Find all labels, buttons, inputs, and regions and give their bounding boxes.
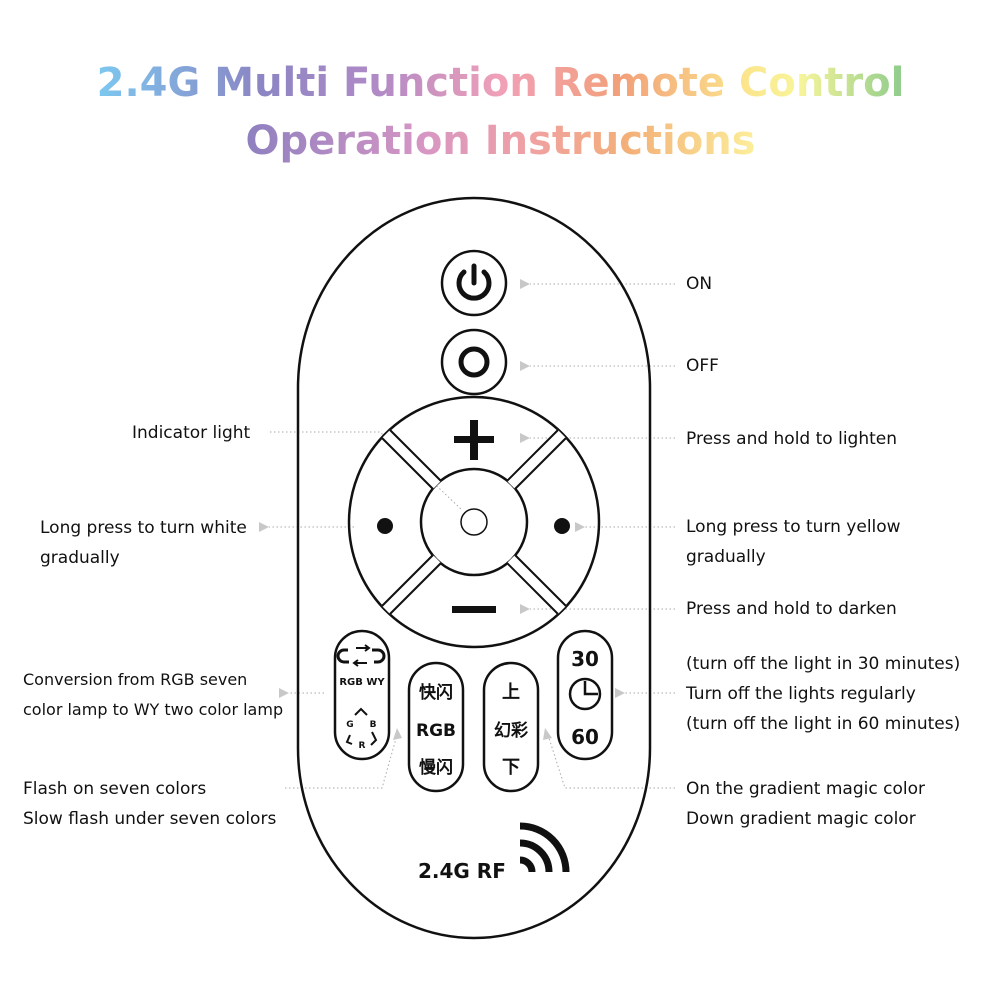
on-button[interactable]	[440, 249, 508, 317]
flash-button[interactable]: 快闪 RGB 慢闪	[407, 661, 465, 793]
svg-text:30: 30	[571, 647, 599, 671]
label-timer: (turn off the light in 30 minutes)Turn o…	[686, 654, 961, 734]
indicator-light	[460, 508, 488, 536]
off-button[interactable]	[440, 328, 508, 396]
swap-icon	[336, 648, 386, 664]
minus-button[interactable]	[452, 606, 496, 613]
label-indicator: Indicator light	[132, 423, 251, 443]
svg-text:RGB: RGB	[416, 721, 456, 741]
clock-icon	[568, 677, 602, 711]
white-button[interactable]	[377, 518, 393, 534]
label-on: ON	[686, 274, 713, 294]
svg-text:G: G	[346, 720, 353, 730]
magic-color-button[interactable]: 上 幻彩 下	[482, 661, 540, 793]
off-circle-icon	[458, 346, 490, 378]
rgb-wy-button[interactable]: RGB WY G B R	[333, 629, 391, 761]
direction-pad	[347, 395, 601, 649]
cycle-arrows-icon	[345, 707, 378, 746]
brand-label: 2.4G RF	[418, 859, 506, 883]
power-icon	[456, 269, 492, 301]
svg-text:慢闪: 慢闪	[419, 757, 453, 778]
title-line-2: Operation Instructions	[245, 118, 756, 164]
svg-text:幻彩: 幻彩	[494, 720, 528, 741]
svg-text:R: R	[359, 741, 366, 751]
plus-icon	[470, 420, 478, 460]
yellow-button[interactable]	[554, 518, 570, 534]
title-line-1: 2.4G Multi Function Remote Control	[96, 60, 905, 106]
plus-button[interactable]	[454, 420, 494, 460]
svg-text:下: 下	[502, 757, 520, 778]
wireless-signal-icon	[519, 822, 570, 873]
label-off: OFF	[686, 356, 719, 376]
svg-text:上: 上	[502, 682, 520, 703]
timer-button[interactable]: 30 60	[556, 629, 614, 761]
svg-text:RGB WY: RGB WY	[339, 677, 385, 688]
label-lighten: Press and hold to lighten	[686, 429, 898, 449]
leader-lines	[259, 279, 675, 789]
svg-text:60: 60	[571, 725, 599, 749]
remote-body	[296, 196, 652, 940]
svg-text:快闪: 快闪	[419, 682, 453, 703]
label-darken: Press and hold to darken	[686, 599, 897, 619]
svg-text:B: B	[370, 720, 377, 730]
